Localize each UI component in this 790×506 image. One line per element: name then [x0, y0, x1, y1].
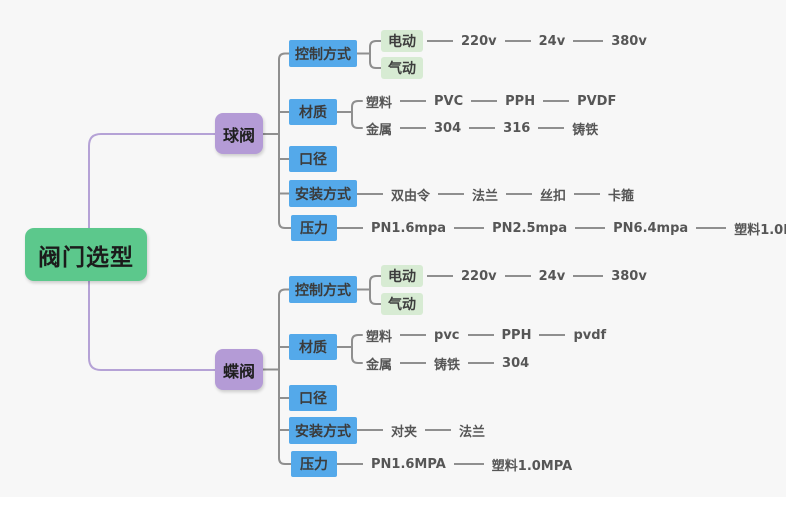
connector-line [539, 334, 566, 336]
branch-connector-ball [88, 133, 216, 229]
connector-line [469, 127, 496, 129]
chain-row-ball-plastic: 塑料 PVC PPH PVDF [366, 91, 616, 111]
text-node-plastic-10mpa[interactable]: 塑料1.0MPA [491, 458, 573, 474]
connector-line [506, 193, 533, 195]
text-node-pvc[interactable]: pvc [434, 327, 460, 343]
branch-connector-butterfly [88, 280, 216, 371]
connector-line [504, 275, 531, 277]
text-node-threaded[interactable]: 丝扣 [540, 188, 567, 204]
topic-ball-material[interactable]: 材质 [289, 99, 337, 125]
branch-node-butterfly-valve[interactable]: 蝶阀 [215, 349, 263, 390]
text-node-pph[interactable]: PPH [501, 327, 532, 343]
text-node-plastic[interactable]: 塑料 [366, 329, 393, 345]
chain-row-ball-voltages: 220v 24v 380v [427, 31, 647, 51]
text-node-cast-iron[interactable]: 铸铁 [572, 122, 599, 138]
subtopic-butterfly-pneumatic[interactable]: 气动 [381, 293, 423, 315]
text-node-220v[interactable]: 220v [461, 268, 497, 284]
bracket-butterfly-material [336, 334, 363, 364]
connector-line [471, 100, 498, 102]
connector-line [574, 193, 601, 195]
topic-butterfly-pressure[interactable]: 压力 [291, 451, 337, 477]
connector-line [400, 362, 427, 364]
chain-row-ball-pressure: PN1.6mpa PN2.5mpa PN6.4mpa 塑料1.0MPA [337, 218, 786, 238]
subtopic-butterfly-electric[interactable]: 电动 [381, 265, 423, 287]
text-node-pn16[interactable]: PN1.6MPA [371, 456, 446, 472]
chain-row-butterfly-pressure: PN1.6MPA 塑料1.0MPA [337, 454, 572, 474]
connector-line [400, 100, 427, 102]
chain-row-ball-metal: 金属 304 316 铸铁 [366, 118, 598, 138]
connector-line [400, 334, 427, 336]
mindmap-canvas: 阀门选型 球阀 蝶阀 控制方式 材质 口径 安装方式 压力 电动 气动 220v… [25, 30, 786, 477]
bracket-butterfly-main [262, 288, 292, 465]
text-node-flange[interactable]: 法兰 [472, 188, 499, 204]
connector-line [337, 463, 363, 465]
connector-line [696, 227, 727, 229]
chain-row-butterfly-voltages: 220v 24v 380v [427, 266, 647, 286]
text-node-clamp[interactable]: 卡箍 [608, 188, 635, 204]
text-node-380v[interactable]: 380v [611, 268, 647, 284]
chain-row-ball-install: 双由令 法兰 丝扣 卡箍 [357, 184, 634, 204]
connector-line [427, 40, 453, 42]
text-node-pvdf[interactable]: PVDF [577, 93, 617, 109]
topic-butterfly-control-method[interactable]: 控制方式 [289, 276, 357, 303]
text-node-pvc[interactable]: PVC [434, 93, 464, 109]
topic-butterfly-install-method[interactable]: 安装方式 [289, 417, 357, 444]
connector-line [438, 193, 465, 195]
text-node-pn25[interactable]: PN2.5mpa [492, 220, 568, 236]
bracket-butterfly-control [356, 275, 382, 305]
topic-ball-install-method[interactable]: 安装方式 [289, 180, 357, 207]
connector-line [575, 227, 606, 229]
chain-row-butterfly-metal: 金属 铸铁 304 [366, 353, 529, 373]
branch-node-ball-valve[interactable]: 球阀 [215, 113, 263, 154]
text-node-plastic-10mpa[interactable]: 塑料1.0MPA [734, 222, 786, 238]
connector-lines [88, 40, 382, 465]
text-node-380v[interactable]: 380v [611, 33, 647, 49]
connector-line [454, 227, 485, 229]
subtopic-ball-electric[interactable]: 电动 [381, 30, 423, 52]
bracket-ball-main [262, 52, 292, 229]
connector-line [337, 227, 363, 229]
text-node-316[interactable]: 316 [503, 120, 531, 136]
chain-row-butterfly-install: 对夹 法兰 [357, 420, 485, 440]
text-node-pn16[interactable]: PN1.6mpa [371, 220, 447, 236]
connector-line [573, 40, 604, 42]
text-node-304[interactable]: 304 [434, 120, 462, 136]
text-node-24v[interactable]: 24v [538, 33, 566, 49]
text-node-wafer[interactable]: 对夹 [391, 424, 418, 440]
topic-butterfly-material[interactable]: 材质 [289, 334, 337, 360]
connector-line [357, 193, 383, 195]
topic-ball-control-method[interactable]: 控制方式 [289, 40, 357, 67]
text-node-metal[interactable]: 金属 [366, 122, 393, 138]
text-node-flange[interactable]: 法兰 [459, 424, 486, 440]
topic-ball-diameter[interactable]: 口径 [289, 146, 337, 172]
text-node-cast-iron[interactable]: 铸铁 [434, 357, 461, 373]
connector-line [400, 127, 427, 129]
connector-line [543, 100, 570, 102]
bracket-ball-control [356, 40, 382, 69]
root-node[interactable]: 阀门选型 [25, 228, 147, 281]
connector-line [453, 463, 484, 465]
connector-line [427, 275, 453, 277]
bracket-ball-material [336, 100, 363, 129]
text-node-pvdf[interactable]: pvdf [573, 327, 607, 343]
topic-butterfly-diameter[interactable]: 口径 [289, 385, 337, 411]
connector-line [467, 334, 494, 336]
connector-line [504, 40, 531, 42]
connector-line [425, 429, 452, 431]
text-node-plastic[interactable]: 塑料 [366, 95, 393, 111]
connector-line [468, 362, 495, 364]
text-node-double-union[interactable]: 双由令 [391, 188, 431, 204]
connector-line [538, 127, 565, 129]
text-node-pn64[interactable]: PN6.4mpa [613, 220, 689, 236]
text-node-304[interactable]: 304 [502, 355, 530, 371]
connector-line [573, 275, 604, 277]
chain-row-butterfly-plastic: 塑料 pvc PPH pvdf [366, 325, 606, 345]
text-node-24v[interactable]: 24v [538, 268, 566, 284]
topic-ball-pressure[interactable]: 压力 [291, 215, 337, 241]
connector-line [357, 429, 383, 431]
text-node-metal[interactable]: 金属 [366, 357, 393, 373]
text-node-pph[interactable]: PPH [505, 93, 536, 109]
subtopic-ball-pneumatic[interactable]: 气动 [381, 57, 423, 79]
text-node-220v[interactable]: 220v [461, 33, 497, 49]
